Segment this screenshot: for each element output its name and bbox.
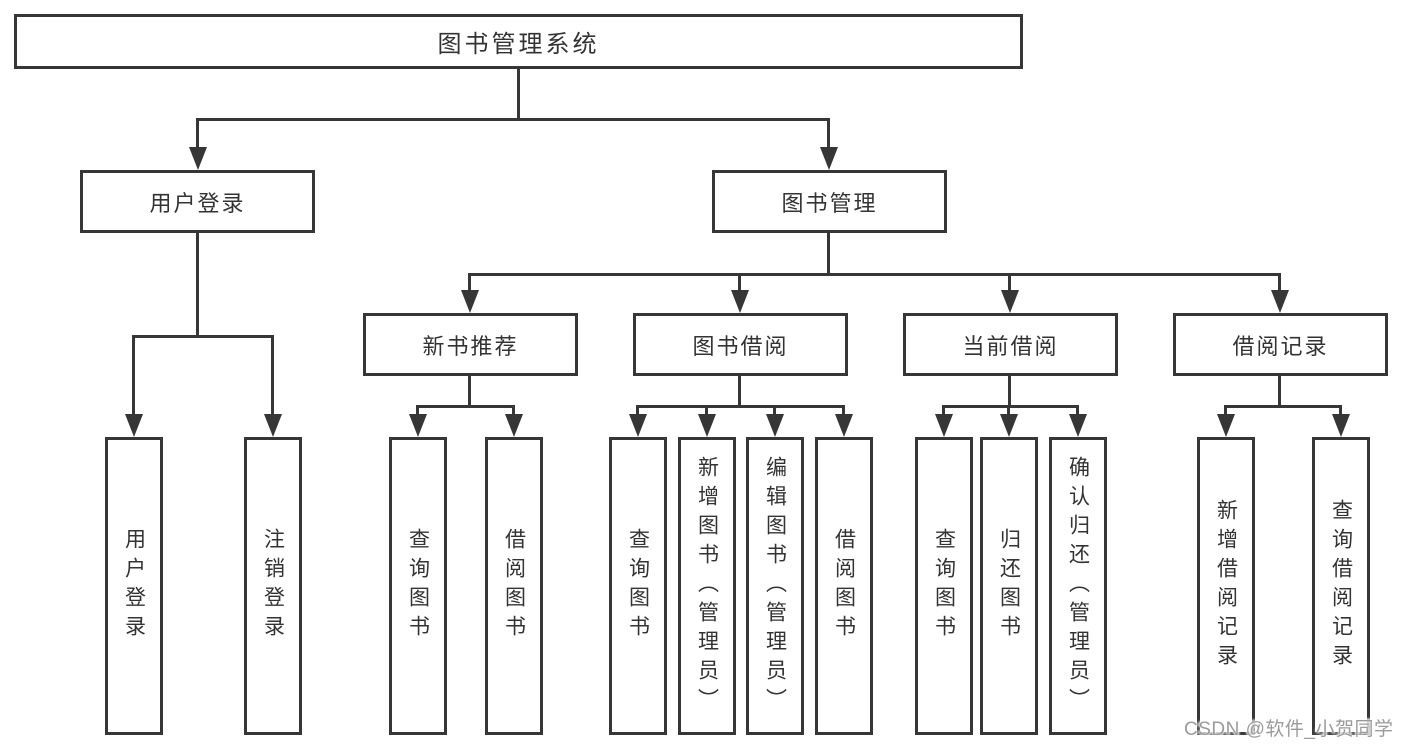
node-label: 借阅图书: [502, 528, 526, 644]
arrow-down-icon: [1001, 290, 1019, 313]
arrow-down-icon: [125, 414, 143, 437]
leaf-user-login: 用户登录: [105, 437, 163, 735]
arrow-down-icon: [731, 290, 749, 313]
node-label: 当前借阅: [962, 333, 1059, 359]
leaf-return-books: 归还图书: [980, 437, 1038, 735]
arrow-down-icon: [505, 414, 523, 437]
node-label: 注销登录: [261, 528, 285, 644]
node-label: 查询图书: [626, 528, 650, 644]
node-current-borrow: 当前借阅: [903, 313, 1118, 376]
connector-line: [1007, 405, 1010, 417]
connector-line: [738, 273, 741, 293]
node-label: 查询借阅记录: [1329, 499, 1353, 673]
connector-line: [827, 118, 830, 150]
connector-line: [132, 335, 135, 417]
node-borrow-records: 借阅记录: [1173, 313, 1388, 376]
connector-line: [468, 273, 1281, 276]
node-label: 新增借阅记录: [1214, 499, 1238, 673]
leaf-query-borrow-record: 查询借阅记录: [1312, 437, 1370, 735]
arrow-down-icon: [835, 414, 853, 437]
connector-line: [1076, 405, 1079, 417]
leaf-query-books-recommend: 查询图书: [389, 437, 447, 735]
connector-line: [468, 273, 471, 293]
connector-line: [196, 118, 830, 121]
node-label: 查询图书: [406, 528, 430, 644]
connector-line: [942, 405, 945, 417]
connector-line: [738, 376, 741, 407]
arrow-down-icon: [1271, 290, 1289, 313]
connector-line: [196, 233, 199, 337]
node-label: 查询图书: [932, 528, 956, 644]
connector-line: [942, 405, 1079, 408]
node-label: 新书推荐: [422, 333, 519, 359]
node-label: 借阅记录: [1232, 333, 1329, 359]
connector-line: [468, 376, 471, 407]
leaf-query-books-current: 查询图书: [915, 437, 973, 735]
leaf-logout: 注销登录: [244, 437, 302, 735]
arrow-down-icon: [766, 414, 784, 437]
node-label: 新增图书（管理员）: [695, 455, 719, 717]
connector-line: [512, 405, 515, 417]
leaf-add-book-admin: 新增图书（管理员）: [678, 437, 736, 735]
watermark: CSDN @软件_小贺同学: [1184, 719, 1394, 740]
connector-line: [1339, 405, 1342, 417]
arrow-down-icon: [935, 414, 953, 437]
node-label: 用户登录: [122, 528, 146, 644]
connector-line: [1224, 405, 1227, 417]
connector-line: [416, 405, 419, 417]
connector-line: [1278, 376, 1281, 407]
node-user-login: 用户登录: [80, 170, 315, 233]
node-label: 确认归还（管理员）: [1066, 455, 1090, 717]
node-label: 图书管理: [781, 190, 878, 216]
connector-line: [827, 233, 830, 275]
leaf-query-books-borrow: 查询图书: [609, 437, 667, 735]
node-book-borrow: 图书借阅: [633, 313, 848, 376]
arrow-down-icon: [1332, 414, 1350, 437]
leaf-borrow-books-recommend: 借阅图书: [485, 437, 543, 735]
node-label: 归还图书: [997, 528, 1021, 644]
node-label: 用户登录: [149, 190, 246, 216]
connector-line: [132, 335, 274, 338]
arrow-down-icon: [629, 414, 647, 437]
leaf-borrow-books: 借阅图书: [815, 437, 873, 735]
leaf-add-borrow-record: 新增借阅记录: [1197, 437, 1255, 735]
connector-line: [842, 405, 845, 417]
connector-line: [1224, 405, 1342, 408]
connector-line: [636, 405, 845, 408]
arrow-down-icon: [264, 414, 282, 437]
connector-line: [517, 69, 520, 121]
connector-line: [1278, 273, 1281, 293]
arrow-down-icon: [461, 290, 479, 313]
leaf-edit-book-admin: 编辑图书（管理员）: [746, 437, 804, 735]
leaf-confirm-return-admin: 确认归还（管理员）: [1049, 437, 1107, 735]
connector-line: [636, 405, 639, 417]
node-new-book-recommend: 新书推荐: [363, 313, 578, 376]
node-label: 图书管理系统: [437, 31, 600, 58]
arrow-down-icon: [1069, 414, 1087, 437]
connector-line: [271, 335, 274, 417]
connector-line: [1008, 273, 1011, 293]
node-label: 图书借阅: [692, 333, 789, 359]
connector-line: [1008, 376, 1011, 407]
node-library-system: 图书管理系统: [14, 14, 1023, 69]
arrow-down-icon: [409, 414, 427, 437]
node-label: 借阅图书: [832, 528, 856, 644]
arrow-down-icon: [698, 414, 716, 437]
connector-line: [196, 118, 199, 150]
arrow-down-icon: [1000, 414, 1018, 437]
connector-line: [773, 405, 776, 417]
node-book-management: 图书管理: [712, 170, 947, 233]
arrow-down-icon: [1217, 414, 1235, 437]
arrow-down-icon: [820, 147, 838, 170]
arrow-down-icon: [189, 147, 207, 170]
node-label: 编辑图书（管理员）: [763, 455, 787, 717]
connector-line: [705, 405, 708, 417]
connector-line: [416, 405, 515, 408]
